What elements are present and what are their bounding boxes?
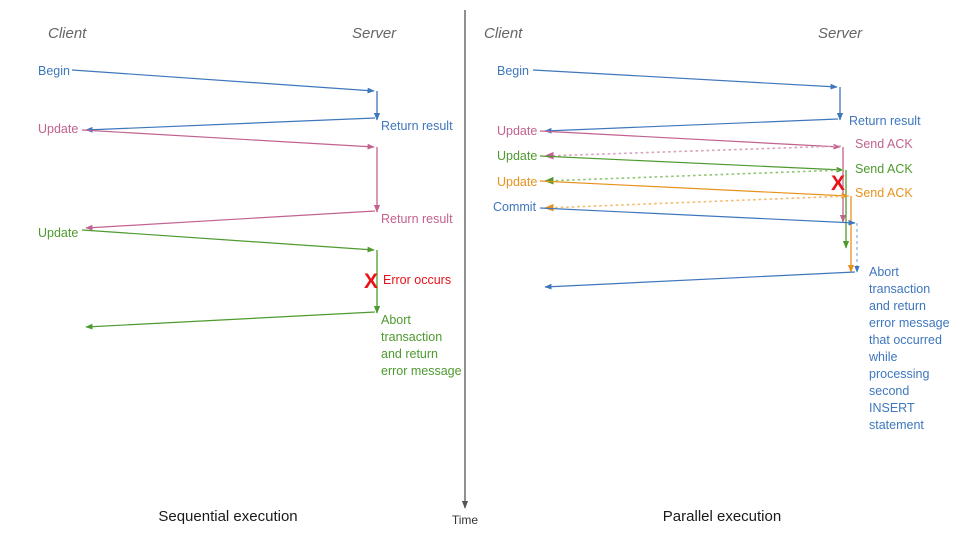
message-line-send-ack-3: [544, 195, 850, 212]
message-label-begin-request: Begin: [38, 64, 70, 78]
abort-note-line: INSERT: [869, 401, 915, 415]
message-line-return-result: [544, 118, 839, 134]
error-marker: X: [364, 270, 378, 293]
message-line-update-request-1: [539, 130, 841, 150]
actor-label-server: Server: [352, 25, 397, 42]
error-marker: X: [831, 172, 845, 195]
message-label-return-result: Return result: [849, 114, 921, 128]
message-label-update-request-1: Update: [497, 124, 537, 138]
message-label-update-request-3: Update: [497, 175, 537, 189]
message-line-send-ack-2: [544, 169, 845, 185]
message-line-update-request-3: [539, 180, 849, 199]
message-label-update-request-2: Update: [497, 149, 537, 163]
message-label-send-ack-2: Send ACK: [855, 162, 913, 176]
message-line-commit-request: [539, 207, 856, 226]
message-label-begin-request: Begin: [497, 64, 529, 78]
message-label-send-ack-1: Send ACK: [855, 137, 913, 151]
message-label-update-request-1: Update: [38, 122, 78, 136]
message-line-abort-return: [85, 311, 376, 330]
abort-note-line: Abort: [381, 313, 411, 327]
actor-label-client: Client: [484, 25, 523, 42]
message-line-return-result-1: [85, 117, 376, 133]
message-label-return-result-2: Return result: [381, 212, 453, 226]
message-line-update-request-2: [539, 155, 844, 173]
abort-note-line: statement: [869, 418, 924, 432]
abort-note-line: while: [868, 350, 898, 364]
message-line-return-result-2: [85, 210, 376, 231]
abort-note-line: and return: [381, 347, 438, 361]
actor-label-client: Client: [48, 25, 87, 42]
message-line-update-request-1: [81, 129, 375, 150]
message-label-commit-request: Commit: [493, 200, 537, 214]
message-line-update-request-2: [81, 229, 375, 253]
panel-footer-parallel: Parallel execution: [663, 508, 781, 525]
abort-note-line: transaction: [869, 282, 930, 296]
message-line-abort-return: [544, 271, 856, 290]
message-label-update-request-2: Update: [38, 226, 78, 240]
abort-note-line: transaction: [381, 330, 442, 344]
abort-note-line: and return: [869, 299, 926, 313]
message-line-send-ack-1: [544, 145, 842, 160]
abort-note-line: second: [869, 384, 909, 398]
error-occurs-label: Error occurs: [383, 273, 451, 287]
abort-note-line: processing: [869, 367, 929, 381]
panel-footer-sequential: Sequential execution: [158, 508, 297, 525]
abort-note-line: error message: [869, 316, 950, 330]
abort-note-line: that occurred: [869, 333, 942, 347]
abort-note-line: Abort: [869, 265, 899, 279]
message-line-begin-request: [71, 69, 375, 94]
message-label-send-ack-3: Send ACK: [855, 186, 913, 200]
actor-label-server: Server: [818, 25, 863, 42]
time-divider-group: Time: [452, 10, 479, 527]
time-axis-label: Time: [452, 513, 479, 527]
message-label-return-result-1: Return result: [381, 119, 453, 133]
abort-note-line: error message: [381, 364, 462, 378]
message-line-begin-request: [532, 69, 838, 90]
